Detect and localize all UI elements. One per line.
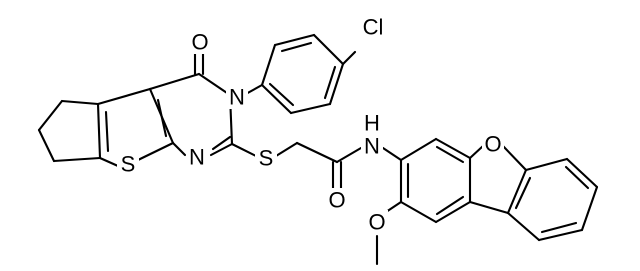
atom-nitrogen-ring: N [226, 85, 248, 110]
svg-text:S: S [121, 152, 136, 177]
svg-text:S: S [259, 146, 274, 171]
atom-hydrogen-amide: H [361, 111, 383, 136]
atom-sulfur-linker: S [255, 146, 277, 171]
atom-chlorine: Cl [355, 15, 391, 40]
svg-text:O: O [484, 132, 501, 157]
svg-text:O: O [191, 30, 208, 55]
svg-text:N: N [364, 134, 380, 159]
atom-oxygen-methoxy: O [366, 210, 388, 235]
atom-oxygen-carbonyl-top: O [189, 30, 211, 55]
atom-label-set: O Cl N S N S O H [117, 15, 504, 235]
svg-text:N: N [229, 85, 245, 110]
svg-text:N: N [189, 145, 205, 170]
atom-oxygen-furan: O [482, 132, 504, 157]
atom-nitrogen-pyrimidine: N [186, 145, 208, 170]
atom-sulfur-thiophene: S [117, 152, 139, 177]
svg-text:Cl: Cl [363, 15, 384, 40]
bond-set [37, 33, 599, 266]
svg-text:O: O [328, 188, 345, 213]
svg-text:O: O [368, 210, 385, 235]
atom-nitrogen-amide: N [361, 134, 383, 159]
svg-text:H: H [364, 111, 380, 136]
atom-oxygen-amide: O [326, 188, 348, 213]
